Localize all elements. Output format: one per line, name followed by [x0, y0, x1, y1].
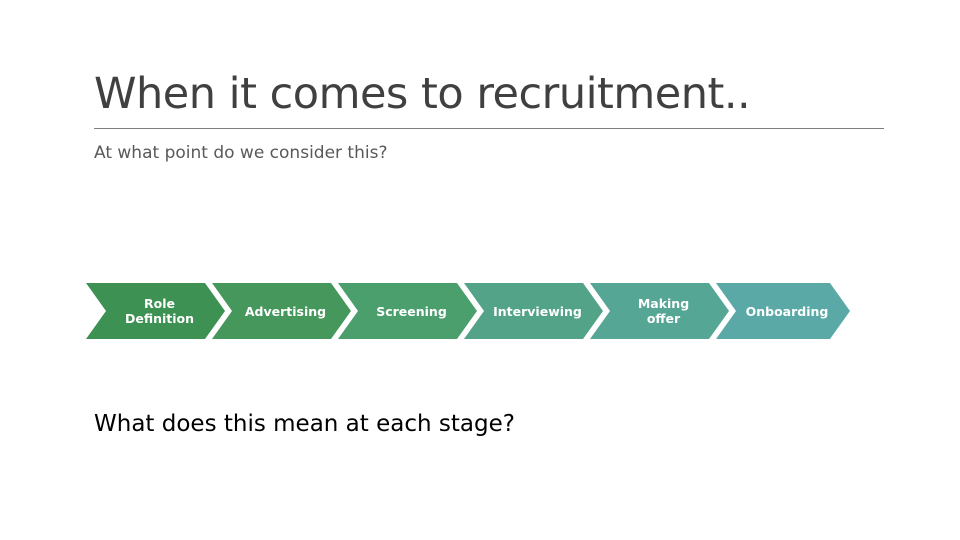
bottom-question-text: What does this mean at each stage? [94, 411, 515, 437]
process-step-label: Making offer [637, 296, 690, 326]
process-step-3[interactable]: Screening [338, 283, 477, 339]
recruitment-process-flow: Role Definition Advertising Screening Inter… [86, 283, 850, 339]
process-step-label: Role Definition [124, 296, 195, 326]
title-divider [94, 128, 884, 129]
process-step-2[interactable]: Advertising [212, 283, 351, 339]
process-step-label: Screening [376, 303, 447, 319]
process-step-5[interactable]: Making offer [590, 283, 729, 339]
process-step-4[interactable]: Interviewing [464, 283, 603, 339]
process-step-6[interactable]: Onboarding [716, 283, 850, 339]
process-step-1[interactable]: Role Definition [86, 283, 225, 339]
slide-subtitle: At what point do we consider this? [94, 143, 388, 163]
process-step-label: Onboarding [745, 303, 829, 319]
process-step-label: Advertising [244, 303, 327, 319]
page-title: When it comes to recruitment.. [94, 69, 751, 119]
title-block: When it comes to recruitment.. At what p… [94, 66, 886, 165]
process-step-label: Interviewing [493, 303, 582, 319]
